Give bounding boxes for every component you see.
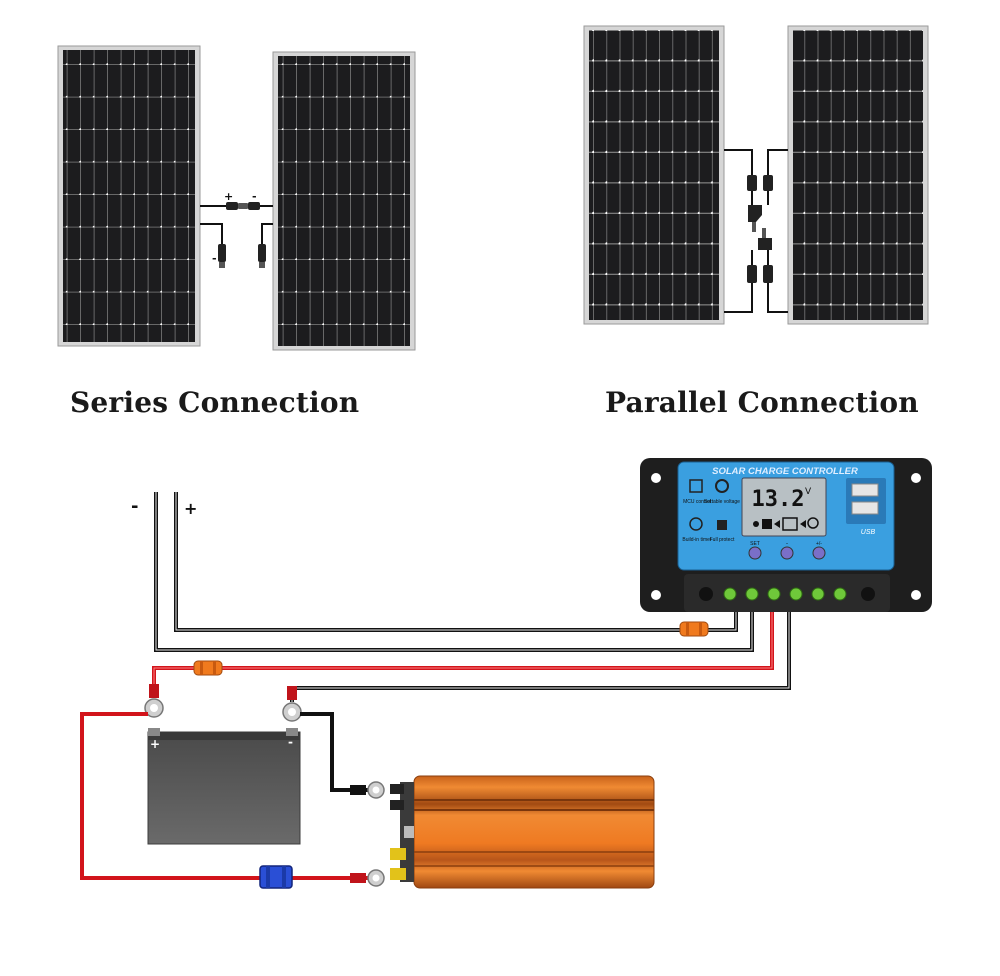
controller-title: SOLAR CHARGE CONTROLLER bbox=[712, 466, 858, 477]
series-mc4-connectors bbox=[218, 202, 266, 268]
series-minus-label: - bbox=[252, 190, 257, 203]
pv-input-wires bbox=[154, 492, 754, 652]
battery-minus-label: - bbox=[288, 735, 293, 749]
lcd-flow-icons bbox=[753, 517, 819, 531]
charge-controller bbox=[640, 458, 932, 612]
battery-black-wire bbox=[290, 612, 791, 702]
inverter-fuse bbox=[259, 865, 293, 889]
series-plus-label: + bbox=[224, 190, 233, 203]
parallel-panel-left bbox=[583, 25, 725, 325]
battery bbox=[147, 728, 301, 845]
inverter bbox=[390, 775, 655, 889]
battery-to-inverter-black-wire bbox=[300, 712, 368, 792]
button-label-minus: - bbox=[786, 541, 788, 547]
inverter-ring-terminals bbox=[350, 781, 385, 887]
battery-red-wire bbox=[152, 612, 774, 688]
battery-plus-label: + bbox=[150, 737, 160, 751]
pv-inline-fuse bbox=[679, 621, 709, 637]
usb-label: USB bbox=[861, 529, 876, 536]
parallel-branch-connectors bbox=[747, 175, 773, 283]
series-connection-title: Series Connection bbox=[70, 386, 360, 419]
pv-minus-label: - bbox=[131, 496, 138, 517]
button-label-set: SET bbox=[750, 541, 760, 547]
series-cables bbox=[200, 205, 273, 244]
battery-ring-terminals bbox=[144, 684, 302, 722]
battery-wire-fuse bbox=[193, 660, 223, 676]
series-minus-out-label: - bbox=[212, 252, 217, 265]
pv-plus-label: + bbox=[184, 499, 197, 518]
parallel-cables bbox=[724, 149, 788, 313]
icon-label-timer: Build-in timer bbox=[682, 537, 712, 543]
icon-label-mcu: MCU control bbox=[683, 499, 711, 505]
parallel-panel-right bbox=[787, 25, 929, 325]
icon-label-settable: Settable voltage bbox=[704, 499, 740, 505]
lcd-voltage-value: 13.2 bbox=[752, 487, 805, 512]
series-panel-left bbox=[57, 45, 201, 347]
button-label-plusminus: +/- bbox=[816, 541, 822, 547]
lcd-voltage-unit: V bbox=[805, 487, 812, 497]
series-panel-right bbox=[272, 51, 416, 351]
icon-label-protect: Full protect bbox=[710, 537, 735, 543]
parallel-connection-title: Parallel Connection bbox=[605, 386, 919, 419]
